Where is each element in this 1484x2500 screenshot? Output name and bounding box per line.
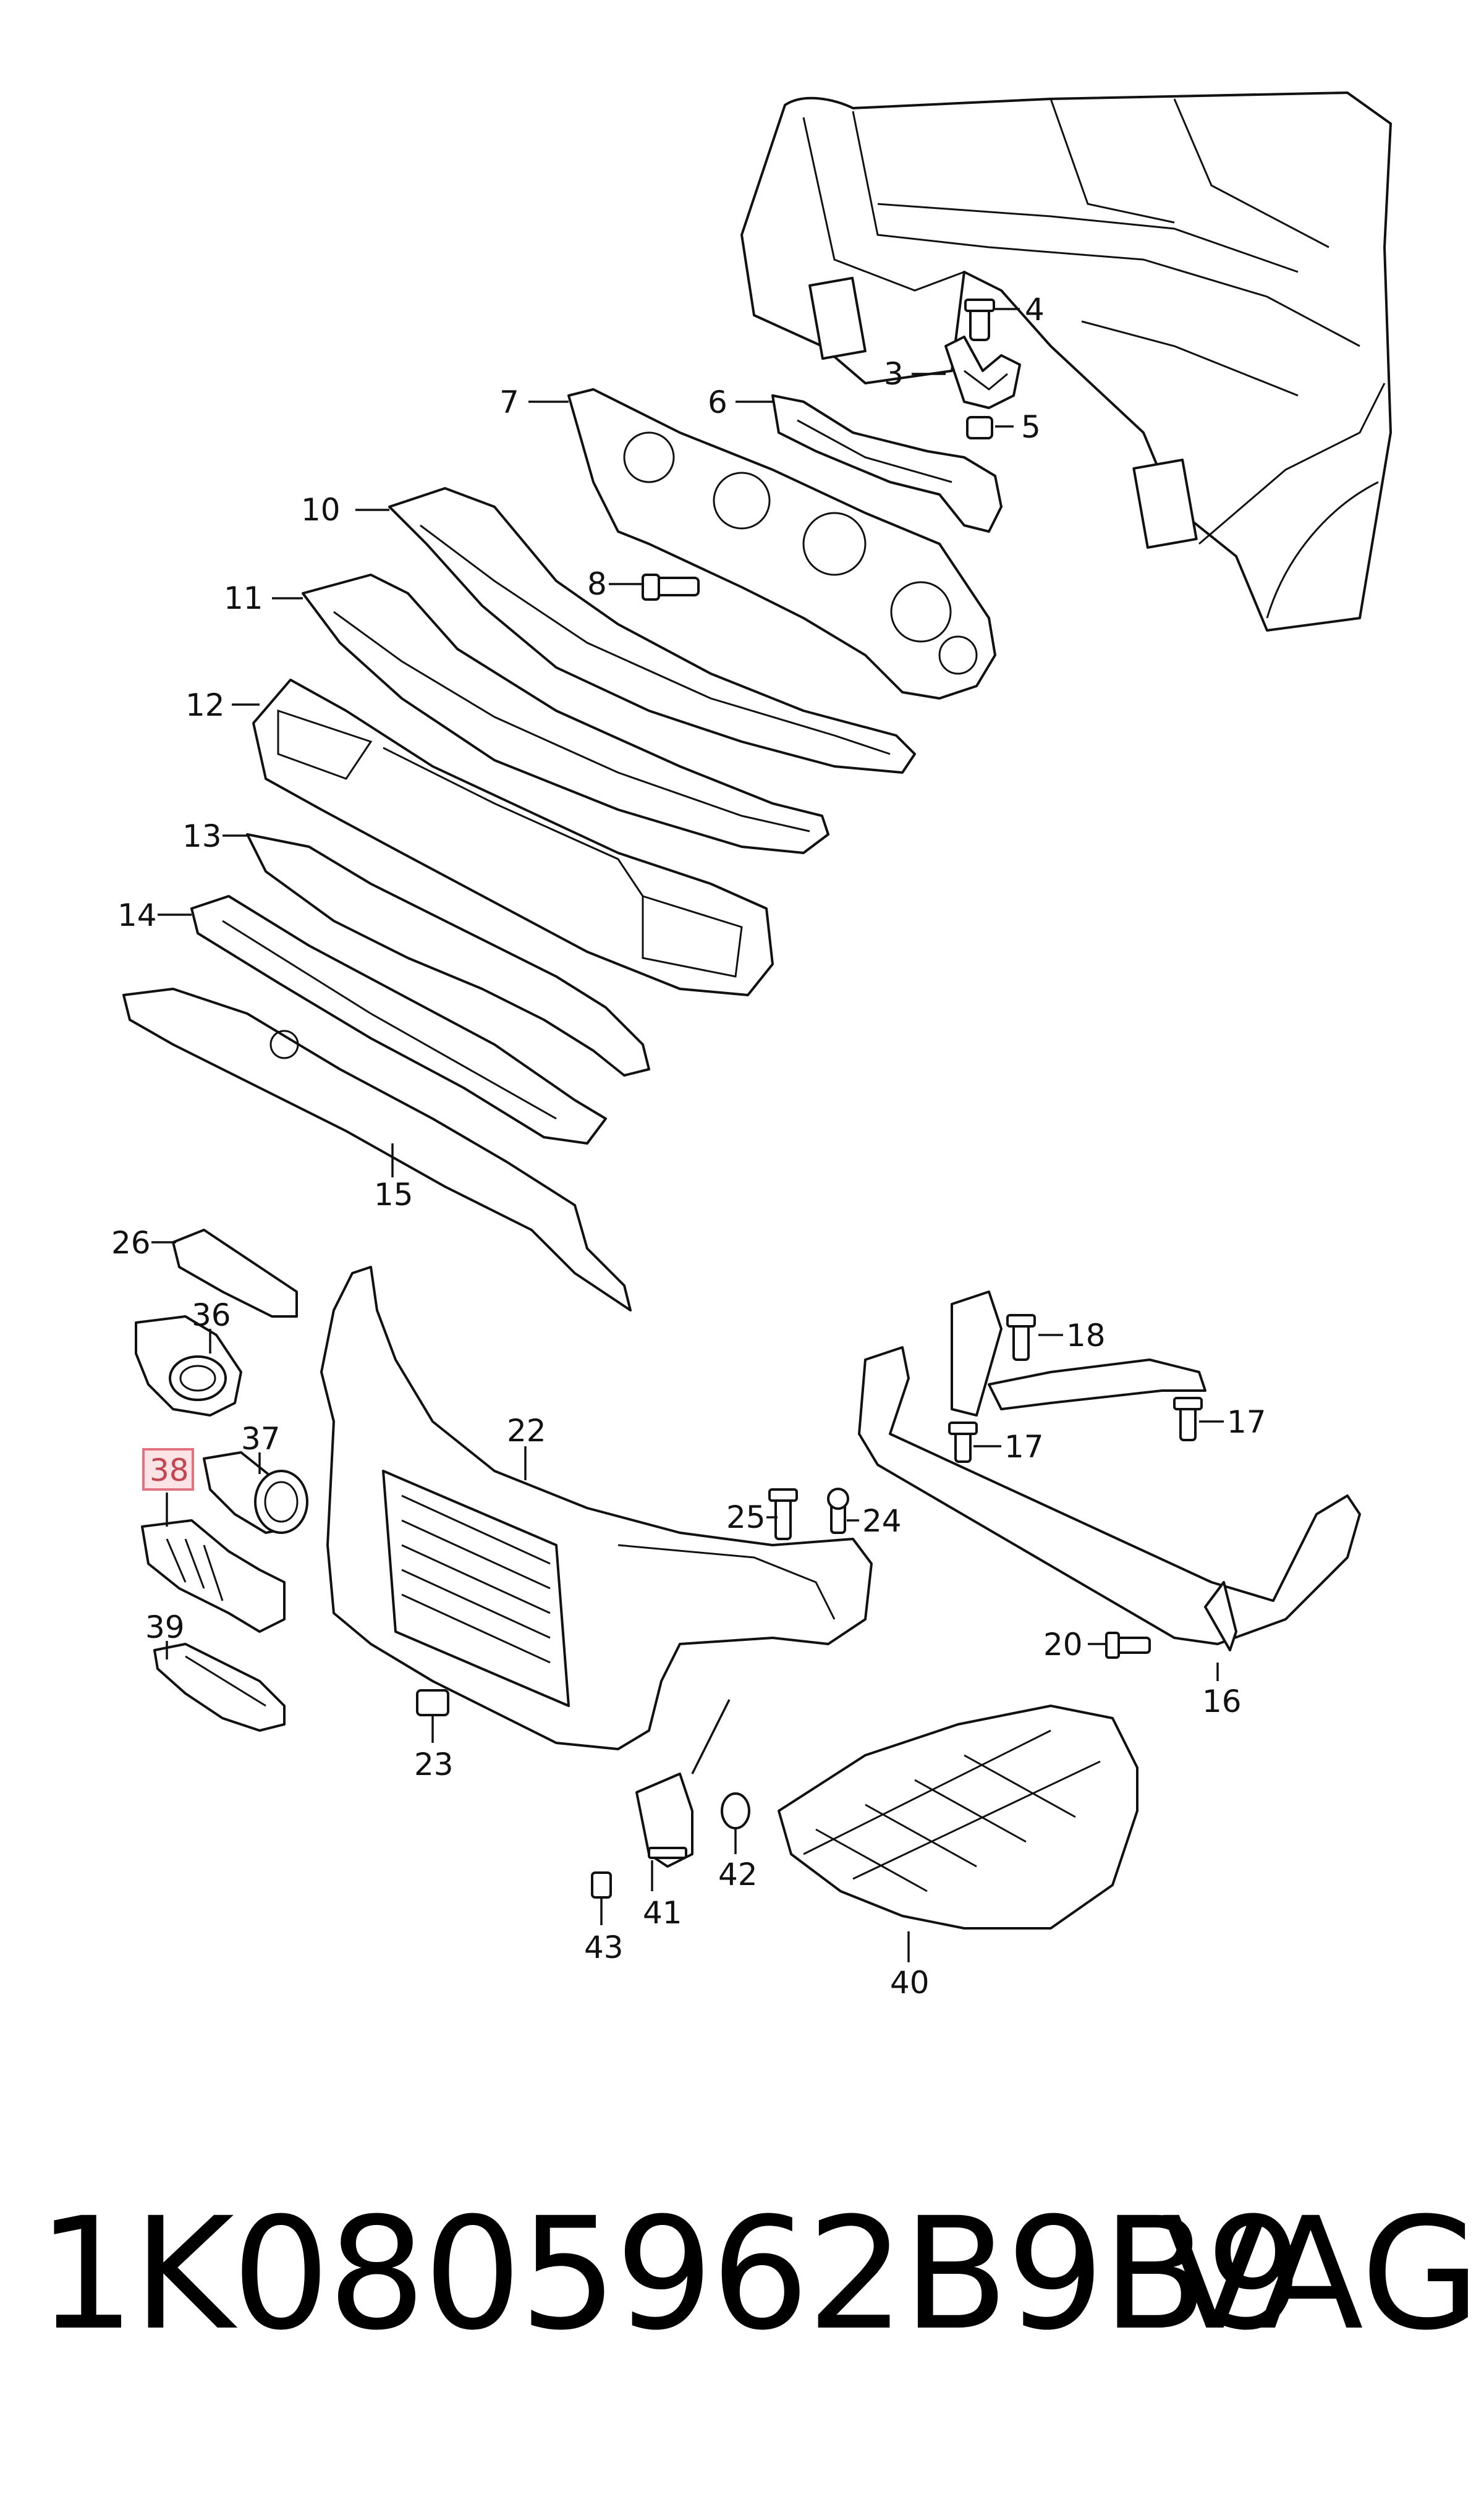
air-duct-37 xyxy=(203,1451,308,1534)
cover-39 xyxy=(153,1643,286,1732)
callout-6: 6 xyxy=(708,384,727,420)
rail-15 xyxy=(122,988,632,1311)
beam-14 xyxy=(190,895,607,1145)
plate-7 xyxy=(567,388,996,700)
strip-13 xyxy=(246,833,650,1077)
callout-13: 13 xyxy=(182,818,222,854)
screw-17-right xyxy=(1173,1397,1203,1441)
callout-4: 4 xyxy=(1025,292,1045,328)
callout-37: 37 xyxy=(241,1421,281,1457)
callout-labels: 3 4 5 6 7 8 10 11 12 13 14 15 26 36 37 3… xyxy=(111,292,1266,2001)
bracket-41 xyxy=(635,1773,693,1868)
plenum-panel-12 xyxy=(252,679,774,996)
callout-41: 41 xyxy=(643,1895,682,1931)
front-body-structure xyxy=(740,91,1392,632)
strip-26 xyxy=(172,1229,298,1318)
callout-16: 16 xyxy=(1202,1684,1242,1719)
callout-22: 22 xyxy=(507,1413,546,1449)
screw-17-left xyxy=(948,1422,978,1463)
callout-3: 3 xyxy=(884,356,904,392)
callout-11: 11 xyxy=(224,580,263,616)
nut-5 xyxy=(966,416,993,439)
screw-18 xyxy=(1006,1314,1036,1361)
callout-14: 14 xyxy=(117,897,157,933)
callout-17-right: 17 xyxy=(1227,1404,1266,1440)
callout-36: 36 xyxy=(192,1297,231,1333)
callout-10: 10 xyxy=(301,492,341,528)
callout-39: 39 xyxy=(145,1609,185,1645)
screw-20 xyxy=(1105,1632,1151,1659)
screw-25 xyxy=(768,1488,798,1540)
front-carrier-22 xyxy=(320,1266,873,1750)
callout-38: 38 xyxy=(150,1452,189,1488)
screw-24 xyxy=(827,1488,849,1534)
callout-18: 18 xyxy=(1066,1318,1106,1354)
callout-24: 24 xyxy=(862,1503,902,1539)
callout-12: 12 xyxy=(185,687,225,723)
bracket-3 xyxy=(944,336,1021,409)
callout-43: 43 xyxy=(584,1930,624,1965)
callout-26: 26 xyxy=(111,1225,151,1261)
bolt-4 xyxy=(964,299,995,341)
air-guide-38 xyxy=(141,1519,286,1633)
cowl-panel-11 xyxy=(302,574,829,854)
underbody-cover-40 xyxy=(778,1705,1138,1930)
nut-42 xyxy=(721,1792,750,1829)
callout-38-highlight-box xyxy=(142,1448,194,1491)
bolt-8 xyxy=(642,574,700,601)
callout-8: 8 xyxy=(587,566,607,602)
callout-5: 5 xyxy=(1021,409,1041,445)
callout-7: 7 xyxy=(499,384,519,420)
exploded-parts-diagram: 3 4 5 6 7 8 10 11 12 13 14 15 26 36 37 3… xyxy=(111,91,1392,2001)
clip-43 xyxy=(591,1871,612,1899)
callout-17-left: 17 xyxy=(1004,1429,1044,1465)
callout-20: 20 xyxy=(1043,1627,1083,1663)
callout-40: 40 xyxy=(890,1965,930,2001)
callout-42: 42 xyxy=(718,1857,758,1892)
leader-lines xyxy=(151,308,1224,1962)
part-number: 1K0805962B9B9 xyxy=(37,2184,1304,2364)
cross-member-10 xyxy=(388,487,916,774)
brand-name: VAG xyxy=(1162,2184,1481,2364)
clip-nut-23 xyxy=(416,1689,449,1716)
lower-carrier-16 xyxy=(858,1290,1361,1651)
callout-15: 15 xyxy=(374,1177,413,1213)
callout-25: 25 xyxy=(726,1499,766,1535)
callout-23: 23 xyxy=(414,1747,454,1782)
air-duct-36 xyxy=(135,1315,242,1417)
